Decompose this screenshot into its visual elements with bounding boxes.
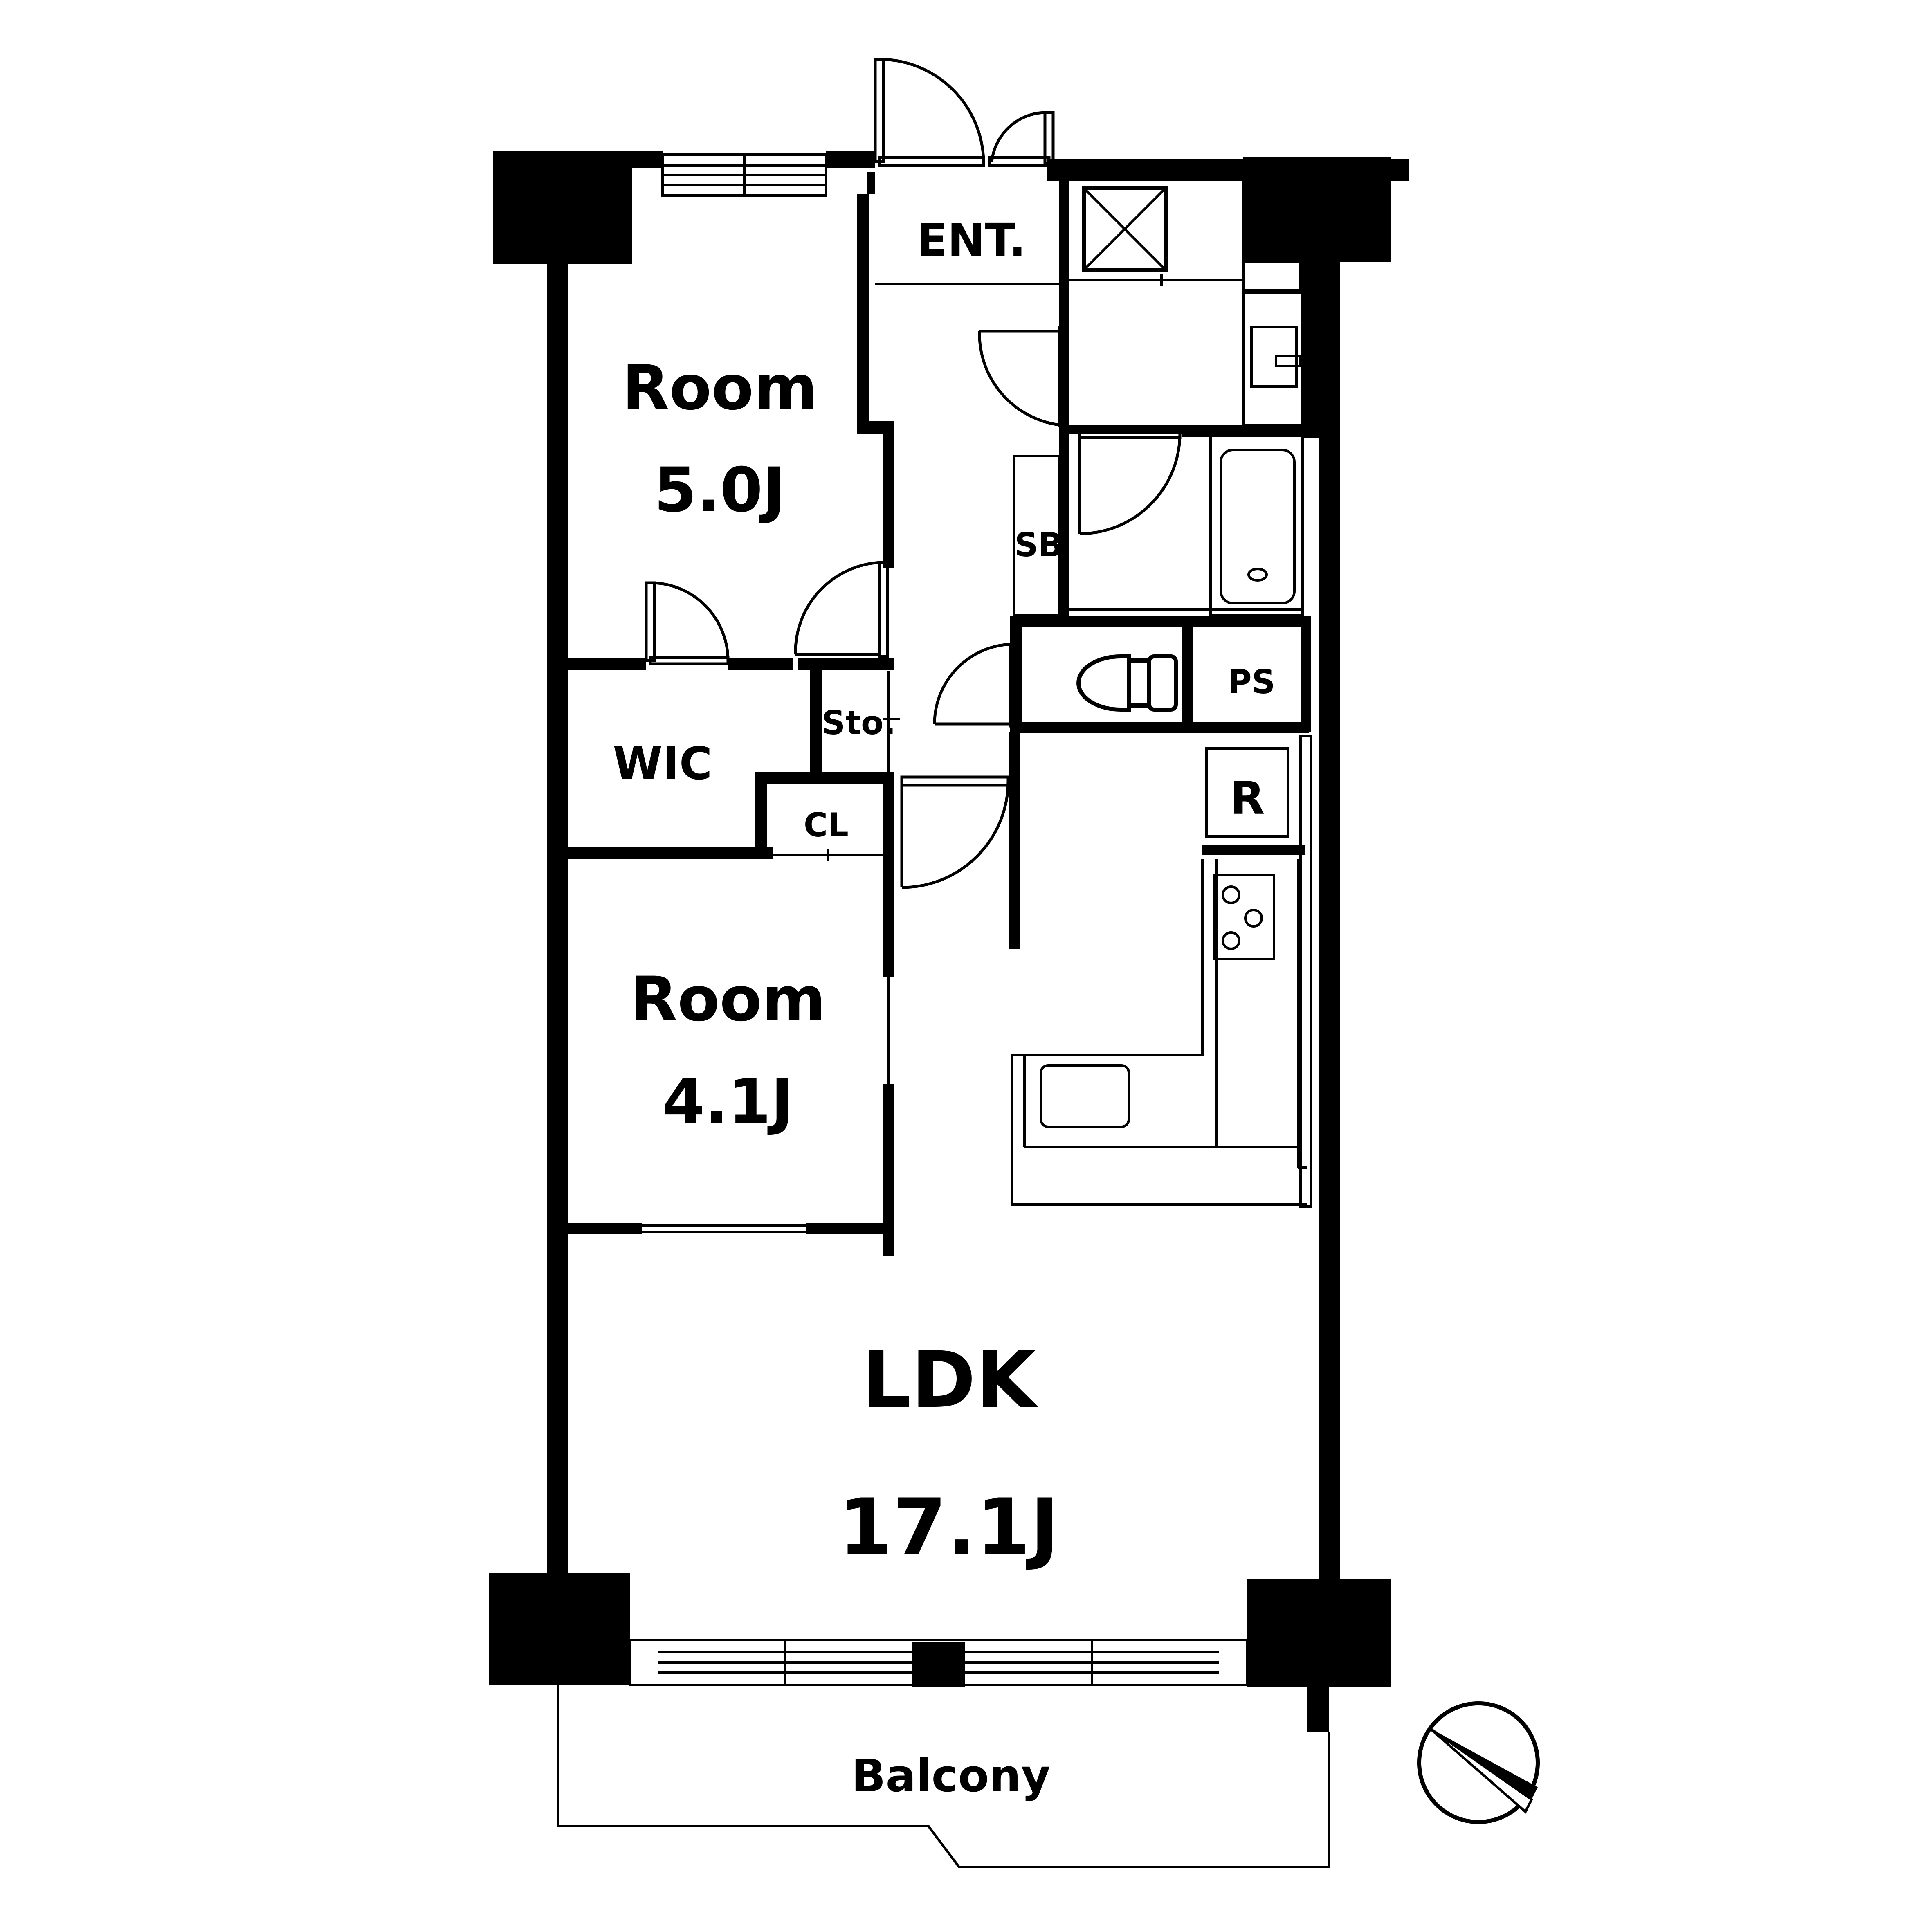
label-entrance: ENT. [917, 214, 1026, 266]
bathtub [1069, 432, 1304, 617]
bathroom-door[interactable] [1078, 430, 1182, 535]
label-storage: Sto. [822, 704, 896, 742]
refrigerator-box [1205, 747, 1289, 838]
label-room-south-size: 4.1J [662, 1066, 794, 1137]
wall-toilet-bottom [1010, 722, 1309, 733]
wall-closet-top [755, 772, 894, 784]
wash-basin [1242, 261, 1304, 427]
wall-kitchen-partition [1009, 732, 1020, 949]
wall-east [1319, 262, 1340, 1581]
wall-corridor-west [883, 421, 894, 568]
wall-fridge-bottom [1202, 845, 1305, 855]
wall-entrance-west [867, 172, 875, 194]
wall-room5-south-b [728, 658, 793, 670]
balcony-outline [557, 1685, 1330, 1868]
wall-ps-east [1301, 616, 1311, 732]
column-top-left [493, 151, 632, 264]
label-ldk-size: 17.1J [838, 1482, 1059, 1573]
washroom-door[interactable] [978, 326, 1069, 427]
wic-door[interactable] [645, 581, 730, 665]
stove [1213, 874, 1275, 960]
wall-top-right [1047, 159, 1409, 181]
wall-top-mid-stub [826, 151, 875, 168]
kitchen-counter [1011, 735, 1312, 1208]
column-bottom-left [489, 1573, 630, 1685]
label-room-north-name: Room [622, 353, 818, 424]
wall-toilet-east [1182, 616, 1193, 730]
column-bottom-right [1247, 1579, 1391, 1687]
column-bottom-right-stub [1307, 1685, 1329, 1732]
label-ldk-name: LDK [862, 1335, 1038, 1425]
wall-top-left-stub [630, 151, 663, 168]
wall-closet-west [755, 772, 767, 854]
label-room-north-size: 5.0J [654, 455, 786, 526]
toilet [1076, 654, 1178, 712]
window-north [661, 153, 827, 197]
shoe-box [1013, 455, 1060, 617]
wall-west [547, 262, 568, 1579]
toilet-door[interactable] [933, 643, 1020, 728]
wall-room5-south-c [798, 658, 894, 670]
label-room-south-name: Room [630, 964, 826, 1035]
entrance-door[interactable] [874, 58, 1055, 167]
wall-bath-top [1182, 425, 1313, 437]
north-arrow-icon [1417, 1701, 1540, 1824]
label-balcony: Balcony [851, 1750, 1051, 1802]
room4-door[interactable] [900, 775, 1010, 889]
wall-wic-south [568, 847, 773, 859]
label-shoe-box: SB [1015, 526, 1063, 564]
label-refrigerator: R [1230, 772, 1265, 824]
label-wic: WIC [613, 737, 712, 790]
column-bottom-center [912, 1642, 965, 1687]
label-pipe-space: PS [1228, 663, 1275, 701]
wall-toilet-west [1010, 616, 1022, 730]
wall-room5-east [857, 194, 869, 434]
wall-room4-east-a [883, 773, 894, 977]
wall-room4-south-a [568, 1223, 642, 1234]
washing-machine [1082, 186, 1168, 272]
room5-door[interactable] [794, 561, 889, 658]
sliding-door-ldk [642, 1224, 810, 1233]
window-south [629, 1639, 1249, 1686]
wall-room5-south-a [568, 658, 646, 670]
label-closet: CL [804, 806, 849, 844]
wall-wic-east [810, 670, 822, 776]
wall-bath-bottom [1010, 616, 1309, 627]
wall-room4-south-b [806, 1223, 894, 1234]
